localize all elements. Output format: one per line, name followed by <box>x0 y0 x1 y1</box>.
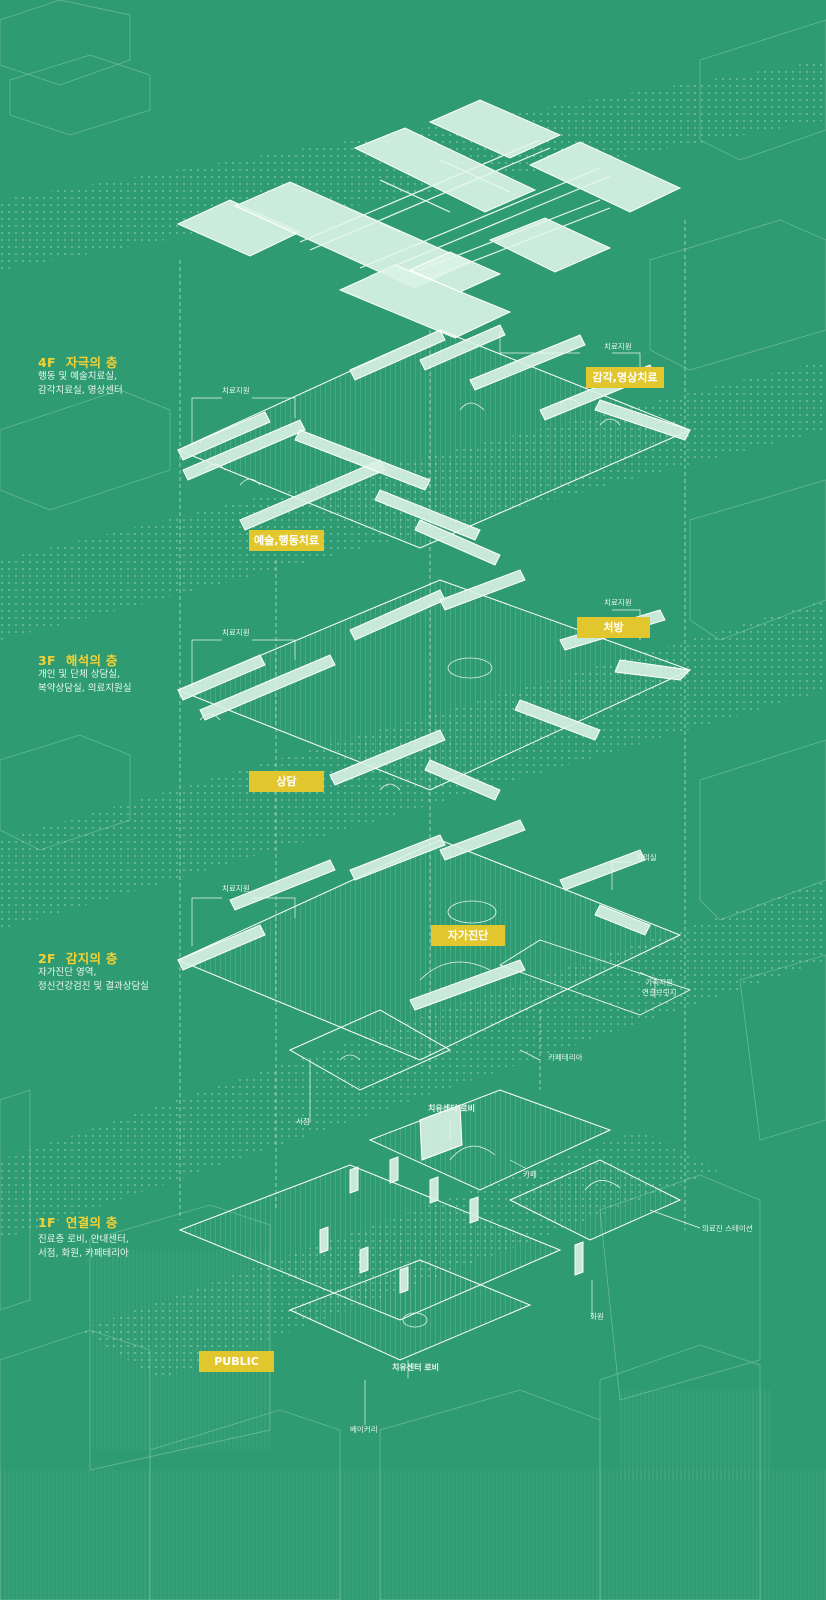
floor-4f-desc-line-2: 감각치료실, 명상센터 <box>38 385 123 396</box>
floor-3f-name: 해석의 층 <box>65 653 118 668</box>
floor-1f-heading: 1F 연결의 층 <box>38 1212 118 1231</box>
label-support-4f-left: 치료지원 <box>222 386 250 395</box>
floor-2f-desc: 자가진단 영역, 정신건강검진 및 결과상담실 <box>38 966 149 994</box>
label-support-3f-left: 치료지원 <box>222 628 250 637</box>
label-cafe: 카페 <box>523 1170 537 1179</box>
floor-2f-desc-line-2: 정신건강검진 및 결과상담실 <box>38 981 149 992</box>
floor-3f-plate <box>176 569 692 801</box>
floor-1f-plate <box>178 1089 682 1361</box>
label-family-bridge: 가족지원 연결브릿지 <box>642 978 677 998</box>
floor-1f-desc: 진료층 로비, 안내센터, 서점, 화원, 카페테리아 <box>38 1233 129 1261</box>
floor-4f-desc: 행동 및 예술치료실, 감각치료실, 명상센터 <box>38 370 123 398</box>
floor-2f-name: 감지의 층 <box>65 951 118 966</box>
label-support-4f-right: 치료지원 <box>604 342 632 351</box>
label-meeting-room: 회의실 <box>636 853 657 862</box>
tag-art-behavior: 예술,행동치료 <box>249 530 324 551</box>
label-cafeteria: 카페테리아 <box>548 1053 583 1062</box>
floor-1f-level: 1F <box>38 1215 56 1230</box>
label-flower-shop: 화원 <box>590 1312 604 1321</box>
tag-public: PUBLIC <box>199 1351 274 1372</box>
floor-3f-desc-line-2: 복약상담실, 의료지원실 <box>38 683 132 694</box>
floor-1f-desc-line-1: 진료층 로비, 안내센터, <box>38 1234 129 1245</box>
label-support-2f-left: 치료지원 <box>222 884 250 893</box>
floor-1f-name: 연결의 층 <box>65 1215 118 1230</box>
floor-4f-level: 4F <box>38 355 56 370</box>
label-bakery: 베이커리 <box>350 1425 378 1434</box>
floor-2f-level: 2F <box>38 951 56 966</box>
floor-3f-desc-line-1: 개인 및 단체 상담실, <box>38 669 120 680</box>
label-healing-lobby-top: 치유센터 로비 <box>428 1104 475 1113</box>
floor-3f-desc: 개인 및 단체 상담실, 복약상담실, 의료지원실 <box>38 668 131 696</box>
floor-3f-level: 3F <box>38 653 56 668</box>
tag-self-diagnosis: 자가진단 <box>431 925 505 946</box>
floor-4f-heading: 4F 자극의 층 <box>38 352 118 371</box>
tag-sensory-meditation: 감각,명상치료 <box>586 367 664 388</box>
floor-4f-name: 자극의 층 <box>65 355 118 370</box>
floor-4f-desc-line-1: 행동 및 예술치료실, <box>38 371 117 382</box>
floor-1f-desc-line-2: 서점, 화원, 카페테리아 <box>38 1248 129 1259</box>
floor-2f-desc-line-1: 자가진단 영역, <box>38 967 97 978</box>
label-healing-lobby-bottom: 치유센터 로비 <box>392 1363 439 1372</box>
floor-2f-heading: 2F 감지의 층 <box>38 948 118 967</box>
roof-plate <box>176 99 682 339</box>
label-family-line-2: 연결브릿지 <box>642 988 677 997</box>
floor-2f-plate <box>176 819 692 1091</box>
tag-counseling: 상담 <box>249 771 324 792</box>
label-family-line-1: 가족지원 <box>645 978 674 987</box>
floor-3f-heading: 3F 해석의 층 <box>38 650 118 669</box>
label-bookstore: 서점 <box>296 1117 310 1126</box>
label-support-3f-right: 치료지원 <box>604 598 632 607</box>
tag-prescription: 처방 <box>577 617 650 638</box>
label-medical-station: 의료진 스테이션 <box>702 1224 753 1233</box>
